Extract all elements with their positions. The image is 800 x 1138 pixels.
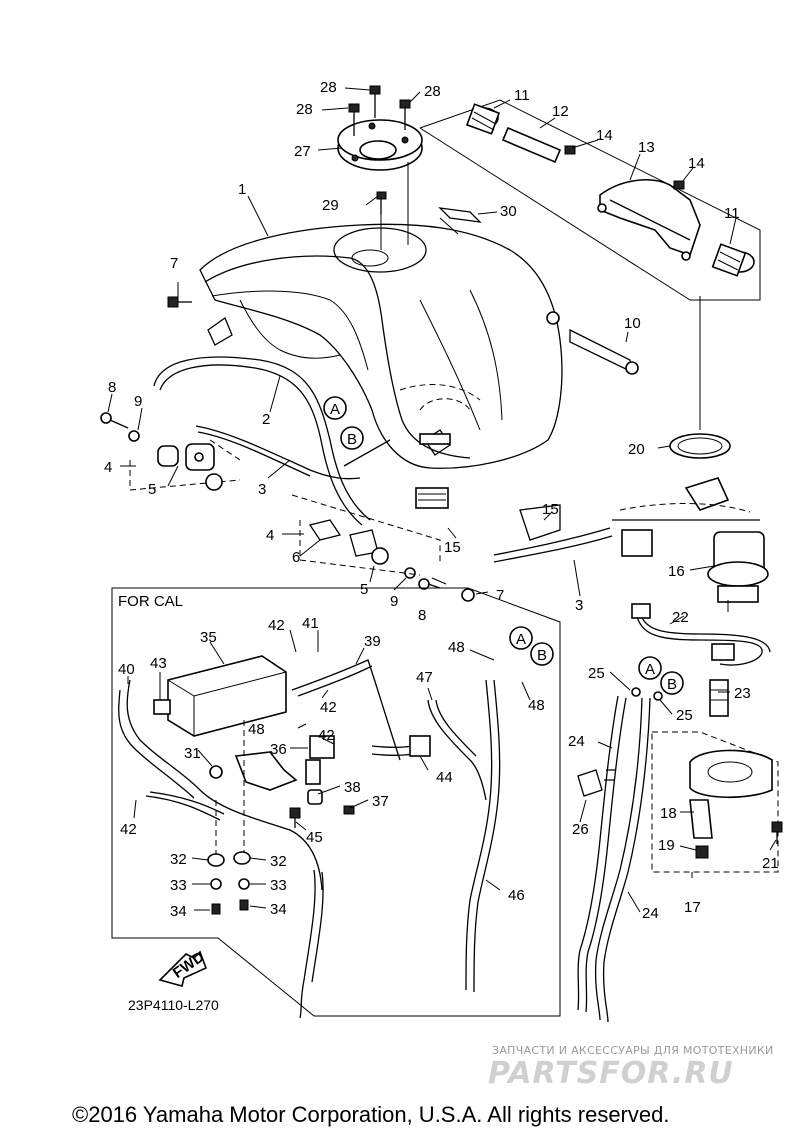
callout-38: 38 — [344, 779, 361, 796]
ref-a-cal: A — [516, 631, 526, 648]
callout-15: 15 — [542, 501, 559, 518]
fuel-tank — [199, 223, 563, 469]
callout-33: 33 — [170, 877, 187, 894]
callout-18: 18 — [660, 805, 677, 822]
ref-a-tank: A — [330, 401, 340, 418]
callout-34: 34 — [170, 903, 187, 920]
callout-48: 48 — [248, 721, 265, 738]
callout-26: 26 — [572, 821, 589, 838]
ref-b-hose: B — [667, 676, 677, 693]
fwd-arrow — [158, 950, 208, 987]
callout-8: 8 — [418, 607, 426, 624]
callout-4: 4 — [266, 527, 274, 544]
callout-25: 25 — [676, 707, 693, 724]
callout-30: 30 — [500, 203, 517, 220]
callout-28: 28 — [296, 101, 313, 118]
callout-21: 21 — [762, 855, 779, 872]
callout-39: 39 — [364, 633, 381, 650]
callout-46: 46 — [508, 887, 525, 904]
callout-37: 37 — [372, 793, 389, 810]
left-fasteners-hoses — [100, 296, 613, 602]
callout-13: 13 — [638, 139, 655, 156]
callout-2: 2 — [262, 411, 270, 428]
callout-8: 8 — [108, 379, 116, 396]
cal-box-title: FOR CAL — [118, 593, 183, 610]
callout-42: 42 — [320, 699, 337, 716]
callout-32: 32 — [270, 853, 287, 870]
ref-a-hose: A — [645, 661, 655, 678]
drawing-code: 23P4110-L270 — [128, 997, 219, 1013]
ref-b-cal: B — [537, 647, 547, 664]
fuel-pump-assembly — [612, 296, 783, 873]
callout-15: 15 — [444, 539, 461, 556]
callout-23: 23 — [734, 685, 751, 702]
callout-40: 40 — [118, 661, 135, 678]
callout-10: 10 — [624, 315, 641, 332]
callout-3: 3 — [575, 597, 583, 614]
reference-markers: A B A B A B — [323, 396, 684, 695]
fuel-cap-assembly — [337, 85, 423, 250]
callout-24: 24 — [568, 733, 585, 750]
callout-43: 43 — [150, 655, 167, 672]
watermark-tagline: ЗАПЧАСТИ И АКСЕССУАРЫ ДЛЯ МОТОТЕХНИКИ — [492, 1044, 774, 1057]
watermark-logo: PARTSFOR.RU — [488, 1056, 734, 1091]
ref-b-tank: B — [347, 431, 357, 448]
leader-lines — [107, 87, 777, 913]
callout-28: 28 — [320, 79, 337, 96]
callout-36: 36 — [270, 741, 287, 758]
callout-12: 12 — [552, 103, 569, 120]
callout-31: 31 — [184, 745, 201, 762]
fwd-label: FWD — [170, 948, 208, 982]
callout-45: 45 — [306, 829, 323, 846]
callout-7: 7 — [170, 255, 178, 272]
copyright-notice: ©2016 Yamaha Motor Corporation, U.S.A. A… — [72, 1102, 670, 1127]
fuel-tank-parts-diagram: FWD FOR CAL 23P4110-L270 — [100, 79, 783, 1023]
callout-1: 1 — [238, 181, 246, 198]
callout-11: 11 — [724, 205, 740, 222]
callout-41: 41 — [302, 615, 319, 632]
callout-42: 42 — [268, 617, 285, 634]
callout-27: 27 — [294, 143, 311, 160]
callout-20: 20 — [628, 441, 645, 458]
callout-5: 5 — [148, 481, 156, 498]
callout-32: 32 — [170, 851, 187, 868]
callout-6: 6 — [292, 549, 300, 566]
callout-14: 14 — [688, 155, 705, 172]
callout-19: 19 — [658, 837, 675, 854]
callout-4: 4 — [104, 459, 112, 476]
callout-28: 28 — [424, 83, 441, 100]
callout-35: 35 — [200, 629, 217, 646]
callout-44: 44 — [436, 769, 453, 786]
callout-7: 7 — [496, 587, 504, 604]
callout-48: 48 — [448, 639, 465, 656]
callout-11: 11 — [514, 87, 530, 104]
callout-48: 48 — [528, 697, 545, 714]
bracket-assembly — [419, 99, 761, 375]
for-cal-box: FWD FOR CAL 23P4110-L270 — [111, 587, 561, 1019]
callout-17: 17 — [684, 899, 701, 916]
callout-42: 42 — [120, 821, 137, 838]
callout-42: 42 — [318, 727, 335, 744]
callout-9: 9 — [390, 593, 398, 610]
callout-14: 14 — [596, 127, 613, 144]
callout-47: 47 — [416, 669, 433, 686]
emblem-part — [438, 207, 482, 223]
callout-25: 25 — [588, 665, 605, 682]
callout-16: 16 — [668, 563, 685, 580]
callout-29: 29 — [322, 197, 339, 214]
callout-22: 22 — [672, 609, 689, 626]
callout-9: 9 — [134, 393, 142, 410]
callout-34: 34 — [270, 901, 287, 918]
right-hoses — [577, 687, 663, 1023]
callout-labels: 1 2 3 3 4 4 5 5 6 7 7 8 8 9 9 10 11 11 1… — [104, 79, 779, 922]
callout-5: 5 — [360, 581, 368, 598]
callout-3: 3 — [258, 481, 266, 498]
callout-24: 24 — [642, 905, 659, 922]
callout-33: 33 — [270, 877, 287, 894]
